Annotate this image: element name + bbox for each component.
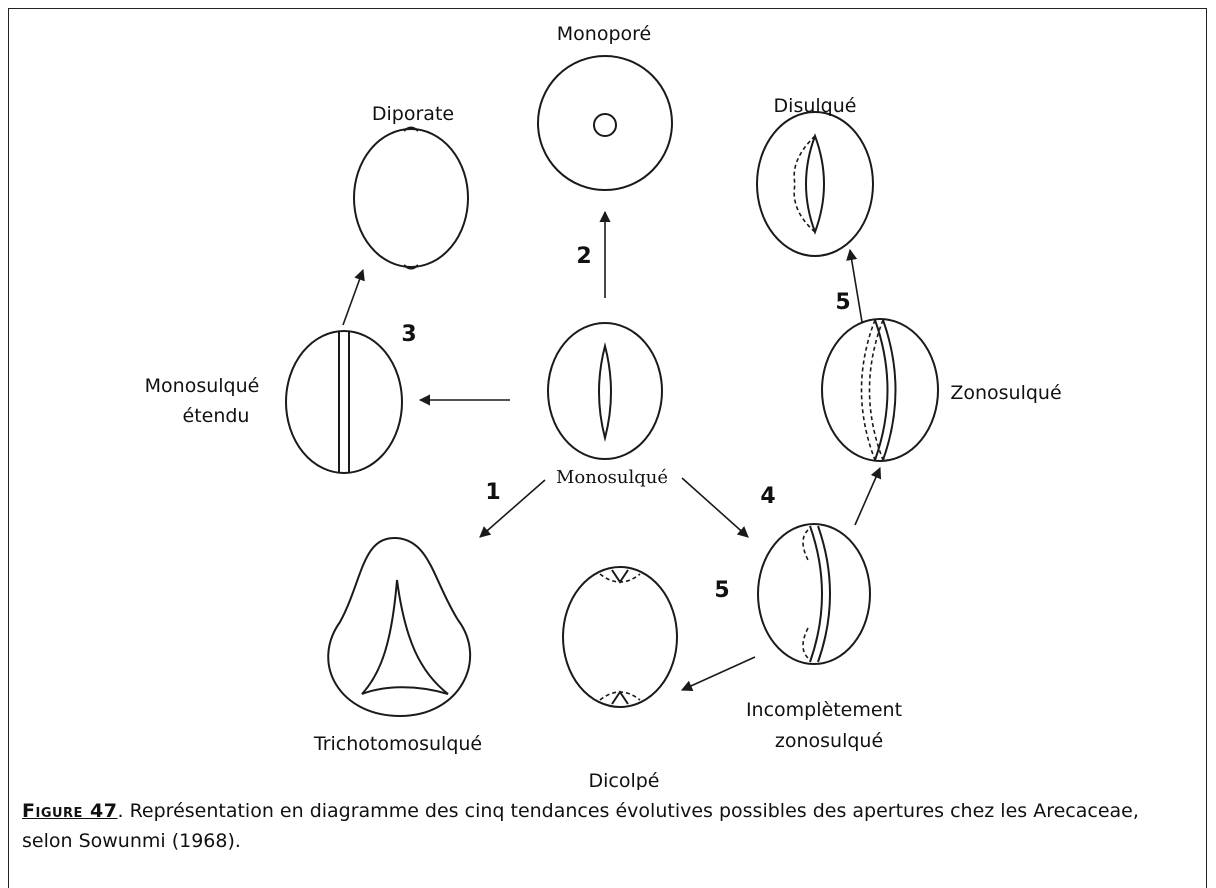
arrow-to-disulque <box>850 250 862 322</box>
zonosulque-label: Zonosulqué <box>950 382 1061 404</box>
monopore-grain <box>538 56 672 190</box>
trend-number-5-bottom: 5 <box>714 578 729 603</box>
trend-number-3: 3 <box>401 322 416 347</box>
dicolpe-grain <box>563 567 677 707</box>
trend-number-5-top: 5 <box>835 290 850 315</box>
disulque-label: Disulqué <box>774 95 857 117</box>
disulque-grain <box>757 112 873 256</box>
trend-number-1: 1 <box>485 480 500 505</box>
arrow-to-diporate <box>343 270 363 325</box>
figure-label: Figure 47 <box>22 800 118 822</box>
figure-caption: Figure 47. Représentation en diagramme d… <box>22 796 1192 856</box>
monosulque-etendu-label-2: étendu <box>183 405 250 427</box>
trend-number-2: 2 <box>576 244 591 269</box>
dicolpe-label: Dicolpé <box>588 770 659 790</box>
monosulque-label: Monosulqué <box>556 467 668 488</box>
monopore-label: Monoporé <box>557 23 651 45</box>
aperture-diagram: Monoporé Diporate Disulqué Monosulqué ét… <box>0 0 1216 790</box>
diporate-label: Diporate <box>372 103 454 125</box>
trichotomosulque-label: Trichotomosulqué <box>313 733 482 755</box>
diporate-grain <box>354 128 468 269</box>
trichotomosulque-grain <box>328 538 470 716</box>
incompletement-label-1: Incomplètement <box>746 699 902 721</box>
arrow-to-incompletement <box>682 478 748 537</box>
monosulque-grain <box>548 323 662 459</box>
incompletement-zonosulque-grain <box>758 524 870 664</box>
incompletement-label-2: zonosulqué <box>775 730 883 752</box>
monosulque-etendu-grain <box>286 331 402 473</box>
zonosulque-grain <box>822 319 938 461</box>
arrow-to-dicolpe <box>682 657 755 690</box>
monosulque-etendu-label-1: Monosulqué <box>145 375 260 397</box>
trend-number-4: 4 <box>760 484 775 509</box>
caption-text: . Représentation en diagramme des cinq t… <box>22 800 1139 852</box>
arrow-to-zonosulque <box>855 468 880 525</box>
